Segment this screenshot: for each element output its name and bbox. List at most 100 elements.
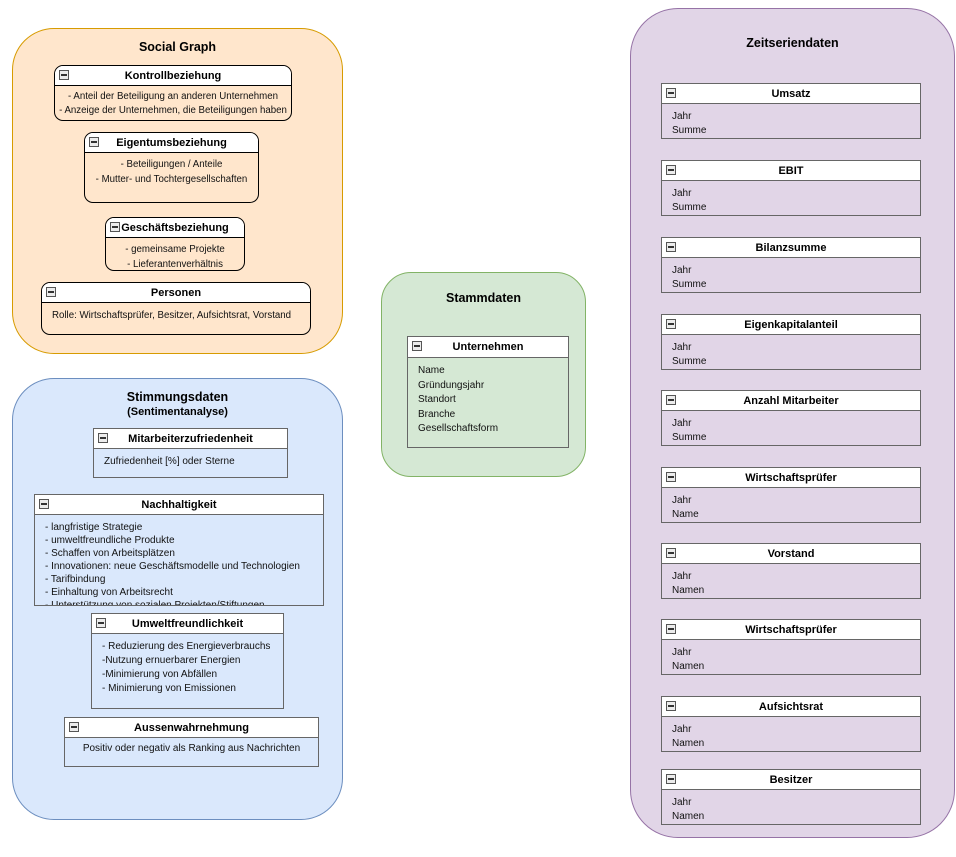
entity-title: Aufsichtsrat xyxy=(758,700,824,713)
entity-header: Anzahl Mitarbeiter xyxy=(662,391,920,411)
entity-header: Personen xyxy=(42,283,310,303)
entity-header: Umsatz xyxy=(662,84,920,104)
entity-vorstand[interactable]: Vorstand Jahr Namen xyxy=(661,543,921,599)
collapse-minus-icon[interactable] xyxy=(46,287,56,297)
group-social-graph[interactable]: Social Graph Kontrollbeziehung - Anteil … xyxy=(12,28,343,354)
entity-header: Vorstand xyxy=(662,544,920,564)
entity-title: Anzahl Mitarbeiter xyxy=(743,394,839,407)
group-stimmungsdaten[interactable]: Stimmungsdaten (Sentimentanalyse) Mitarb… xyxy=(12,378,343,820)
entity-header: Eigentumsbeziehung xyxy=(85,133,258,153)
entity-title: Eigenkapitalanteil xyxy=(744,318,838,331)
entity-body: - langfristige Strategie - umweltfreundl… xyxy=(45,522,300,605)
entity-body: Jahr Namen xyxy=(672,647,705,672)
entity-title: Wirtschaftsprüfer xyxy=(745,623,837,636)
entity-personen[interactable]: Personen Rolle: Wirtschaftsprüfer, Besit… xyxy=(41,282,311,335)
collapse-minus-icon[interactable] xyxy=(666,242,676,252)
entity-title: Unternehmen xyxy=(452,341,524,353)
entity-eigentumsbeziehung[interactable]: Eigentumsbeziehung - Beteiligungen / Ant… xyxy=(84,132,259,203)
collapse-minus-icon[interactable] xyxy=(666,165,676,175)
collapse-minus-icon[interactable] xyxy=(412,341,422,351)
entity-body: Jahr Summe xyxy=(672,111,707,136)
entity-wirtschaftspruefer-1[interactable]: Wirtschaftsprüfer Jahr Name xyxy=(661,467,921,523)
entity-title: Bilanzsumme xyxy=(755,241,827,254)
entity-body: Rolle: Wirtschaftsprüfer, Besitzer, Aufs… xyxy=(52,310,292,321)
collapse-minus-icon[interactable] xyxy=(69,722,79,732)
entity-title: Wirtschaftsprüfer xyxy=(745,471,837,484)
entity-title: Umweltfreundlichkeit xyxy=(131,617,244,630)
entity-header: Wirtschaftsprüfer xyxy=(662,620,920,640)
entity-umsatz[interactable]: Umsatz Jahr Summe xyxy=(661,83,921,139)
entity-header: Besitzer xyxy=(662,770,920,790)
entity-aussenwahrnehmung[interactable]: Aussenwahrnehmung Positiv oder negativ a… xyxy=(64,717,319,767)
collapse-minus-icon[interactable] xyxy=(96,618,106,628)
entity-title: EBIT xyxy=(778,164,804,177)
entity-title: Geschäftsbeziehung xyxy=(121,221,229,234)
collapse-minus-icon[interactable] xyxy=(110,222,120,232)
entity-title: Besitzer xyxy=(769,773,813,786)
entity-header: Bilanzsumme xyxy=(662,238,920,258)
collapse-minus-icon[interactable] xyxy=(666,88,676,98)
entity-unternehmen[interactable]: Unternehmen Name Gründungsjahr Standort … xyxy=(407,336,569,448)
entity-header: Geschäftsbeziehung xyxy=(106,218,244,238)
collapse-minus-icon[interactable] xyxy=(666,624,676,634)
collapse-minus-icon[interactable] xyxy=(666,548,676,558)
entity-header: Wirtschaftsprüfer xyxy=(662,468,920,488)
group-title: Zeitseriendaten xyxy=(746,36,839,50)
entity-body: Jahr Summe xyxy=(672,342,707,367)
collapse-minus-icon[interactable] xyxy=(666,472,676,482)
entity-title: Aussenwahrnehmung xyxy=(134,721,249,734)
entity-header: Mitarbeiterzufriedenheit xyxy=(94,429,287,449)
collapse-minus-icon[interactable] xyxy=(89,137,99,147)
entity-mitarbeiterzufriedenheit[interactable]: Mitarbeiterzufriedenheit Zufriedenheit [… xyxy=(93,428,288,478)
entity-body: - Reduzierung des Energieverbrauchs -Nut… xyxy=(102,641,271,694)
entity-body: Jahr Namen xyxy=(672,724,705,749)
entity-anzahl-mitarbeiter[interactable]: Anzahl Mitarbeiter Jahr Summe xyxy=(661,390,921,446)
collapse-minus-icon[interactable] xyxy=(39,499,49,509)
entity-title: Vorstand xyxy=(767,547,815,560)
entity-body: - gemeinsame Projekte - Lieferantenverhä… xyxy=(125,244,225,270)
entity-body: Jahr Summe xyxy=(672,188,707,213)
entity-body: - Beteiligungen / Anteile - Mutter- und … xyxy=(95,159,248,185)
group-zeitseriendaten[interactable]: Zeitseriendaten Umsatz Jahr Summe EBIT J… xyxy=(630,8,955,838)
entity-title: Personen xyxy=(150,286,202,299)
entity-header: EBIT xyxy=(662,161,920,181)
collapse-minus-icon[interactable] xyxy=(666,395,676,405)
entity-aufsichtsrat[interactable]: Aufsichtsrat Jahr Namen xyxy=(661,696,921,752)
collapse-minus-icon[interactable] xyxy=(666,774,676,784)
entity-umweltfreundlichkeit[interactable]: Umweltfreundlichkeit - Reduzierung des E… xyxy=(91,613,284,709)
entity-body: Jahr Summe xyxy=(672,265,707,290)
group-title: Social Graph xyxy=(138,40,217,54)
entity-besitzer[interactable]: Besitzer Jahr Namen xyxy=(661,769,921,825)
entity-body: Jahr Name xyxy=(672,495,699,520)
entity-header: Umweltfreundlichkeit xyxy=(92,614,283,634)
entity-body: Name Gründungsjahr Standort Branche Gese… xyxy=(418,365,499,434)
collapse-minus-icon[interactable] xyxy=(666,319,676,329)
entity-nachhaltigkeit[interactable]: Nachhaltigkeit - langfristige Strategie … xyxy=(34,494,324,606)
collapse-minus-icon[interactable] xyxy=(98,433,108,443)
entity-title: Nachhaltigkeit xyxy=(141,498,217,511)
collapse-minus-icon[interactable] xyxy=(59,70,69,80)
entity-header: Kontrollbeziehung xyxy=(55,66,291,86)
entity-header: Eigenkapitalanteil xyxy=(662,315,920,335)
entity-header: Aussenwahrnehmung xyxy=(65,718,318,738)
entity-header: Unternehmen xyxy=(408,337,568,358)
entity-title: Umsatz xyxy=(771,87,811,100)
collapse-minus-icon[interactable] xyxy=(666,701,676,711)
entity-title: Mitarbeiterzufriedenheit xyxy=(128,432,253,445)
entity-ebit[interactable]: EBIT Jahr Summe xyxy=(661,160,921,216)
group-title: Stimmungsdaten xyxy=(126,390,229,404)
entity-body: Jahr Namen xyxy=(672,797,705,822)
entity-bilanzsumme[interactable]: Bilanzsumme Jahr Summe xyxy=(661,237,921,293)
group-subtitle: (Sentimentanalyse) xyxy=(127,406,228,418)
entity-kontrollbeziehung[interactable]: Kontrollbeziehung - Anteil der Beteiligu… xyxy=(54,65,292,121)
entity-geschaeftsbeziehung[interactable]: Geschäftsbeziehung - gemeinsame Projekte… xyxy=(105,217,245,271)
entity-header: Aufsichtsrat xyxy=(662,697,920,717)
entity-eigenkapitalanteil[interactable]: Eigenkapitalanteil Jahr Summe xyxy=(661,314,921,370)
entity-wirtschaftspruefer-2[interactable]: Wirtschaftsprüfer Jahr Namen xyxy=(661,619,921,675)
group-title: Stammdaten xyxy=(445,291,522,305)
group-stammdaten[interactable]: Stammdaten Unternehmen Name Gründungsjah… xyxy=(381,272,586,477)
entity-title: Eigentumsbeziehung xyxy=(116,136,227,149)
entity-header: Nachhaltigkeit xyxy=(35,495,323,515)
entity-body: Zufriedenheit [%] oder Sterne xyxy=(104,456,235,467)
